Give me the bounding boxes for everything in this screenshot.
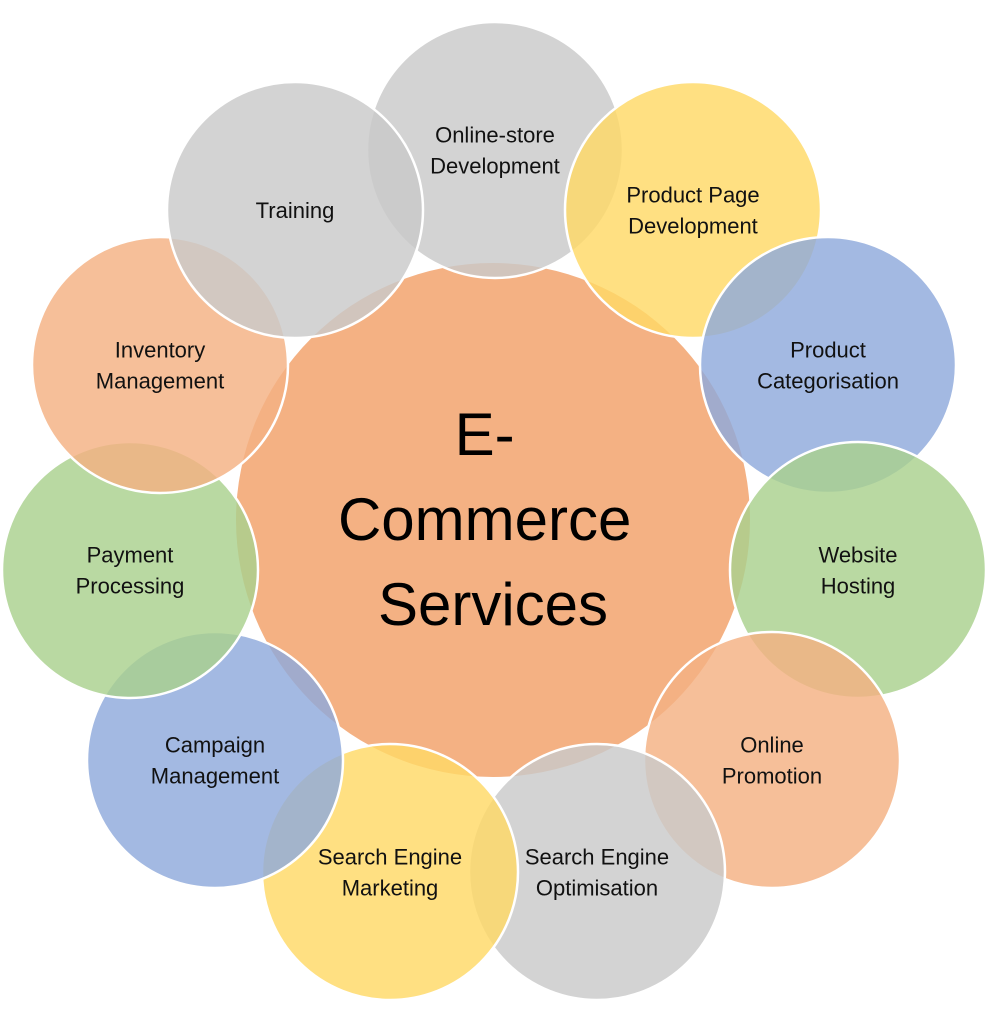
center-circle: [236, 263, 750, 777]
service-label: Training: [256, 198, 335, 223]
center-title: E- Commerce Services: [338, 401, 648, 638]
service-circle: [165, 80, 425, 340]
